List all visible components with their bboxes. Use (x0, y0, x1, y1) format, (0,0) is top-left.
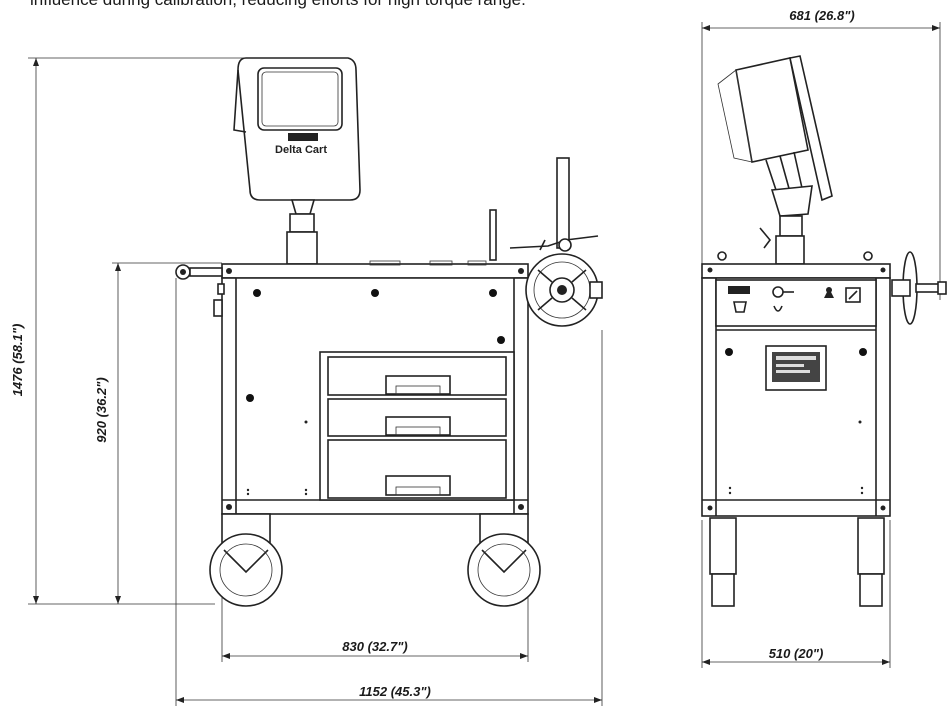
monitor: Delta Cart (233, 57, 361, 201)
front-view: 1476 (58.1") 920 (36.2") 830 (32.7") 115… (10, 57, 603, 706)
dim-inner-width-label: 830 (32.7") (342, 639, 407, 654)
caster-left (209, 513, 283, 607)
dim-side-depth-label: 681 (26.8") (789, 8, 854, 23)
handwheel (489, 157, 603, 327)
dim-total-height (28, 57, 250, 605)
dim-side-width-label: 510 (20") (769, 646, 824, 661)
mast (286, 199, 318, 265)
caption-text: influence during calibration, reducing e… (30, 0, 526, 10)
caster-right (467, 513, 541, 607)
left-handle (175, 264, 225, 317)
product-label: Delta Cart (275, 144, 327, 156)
side-caster-right (857, 517, 885, 607)
dim-side-width (701, 520, 891, 668)
drawers (319, 351, 515, 501)
side-mast (775, 215, 805, 265)
top-plate (221, 260, 529, 279)
dim-total-width-label: 1152 (45.3") (359, 684, 431, 699)
side-caster-left (709, 517, 737, 607)
side-view: 681 (26.8") 510 (20") (701, 8, 947, 668)
side-monitor (717, 55, 833, 249)
dim-side-depth (701, 22, 941, 330)
dim-table-height-label: 920 (36.2") (94, 377, 109, 442)
side-cabinet (701, 251, 891, 517)
dim-table-height (112, 262, 222, 604)
side-handwheel (891, 251, 947, 325)
dim-total-height-label: 1476 (58.1") (10, 324, 25, 397)
dim-total-width (175, 278, 603, 706)
